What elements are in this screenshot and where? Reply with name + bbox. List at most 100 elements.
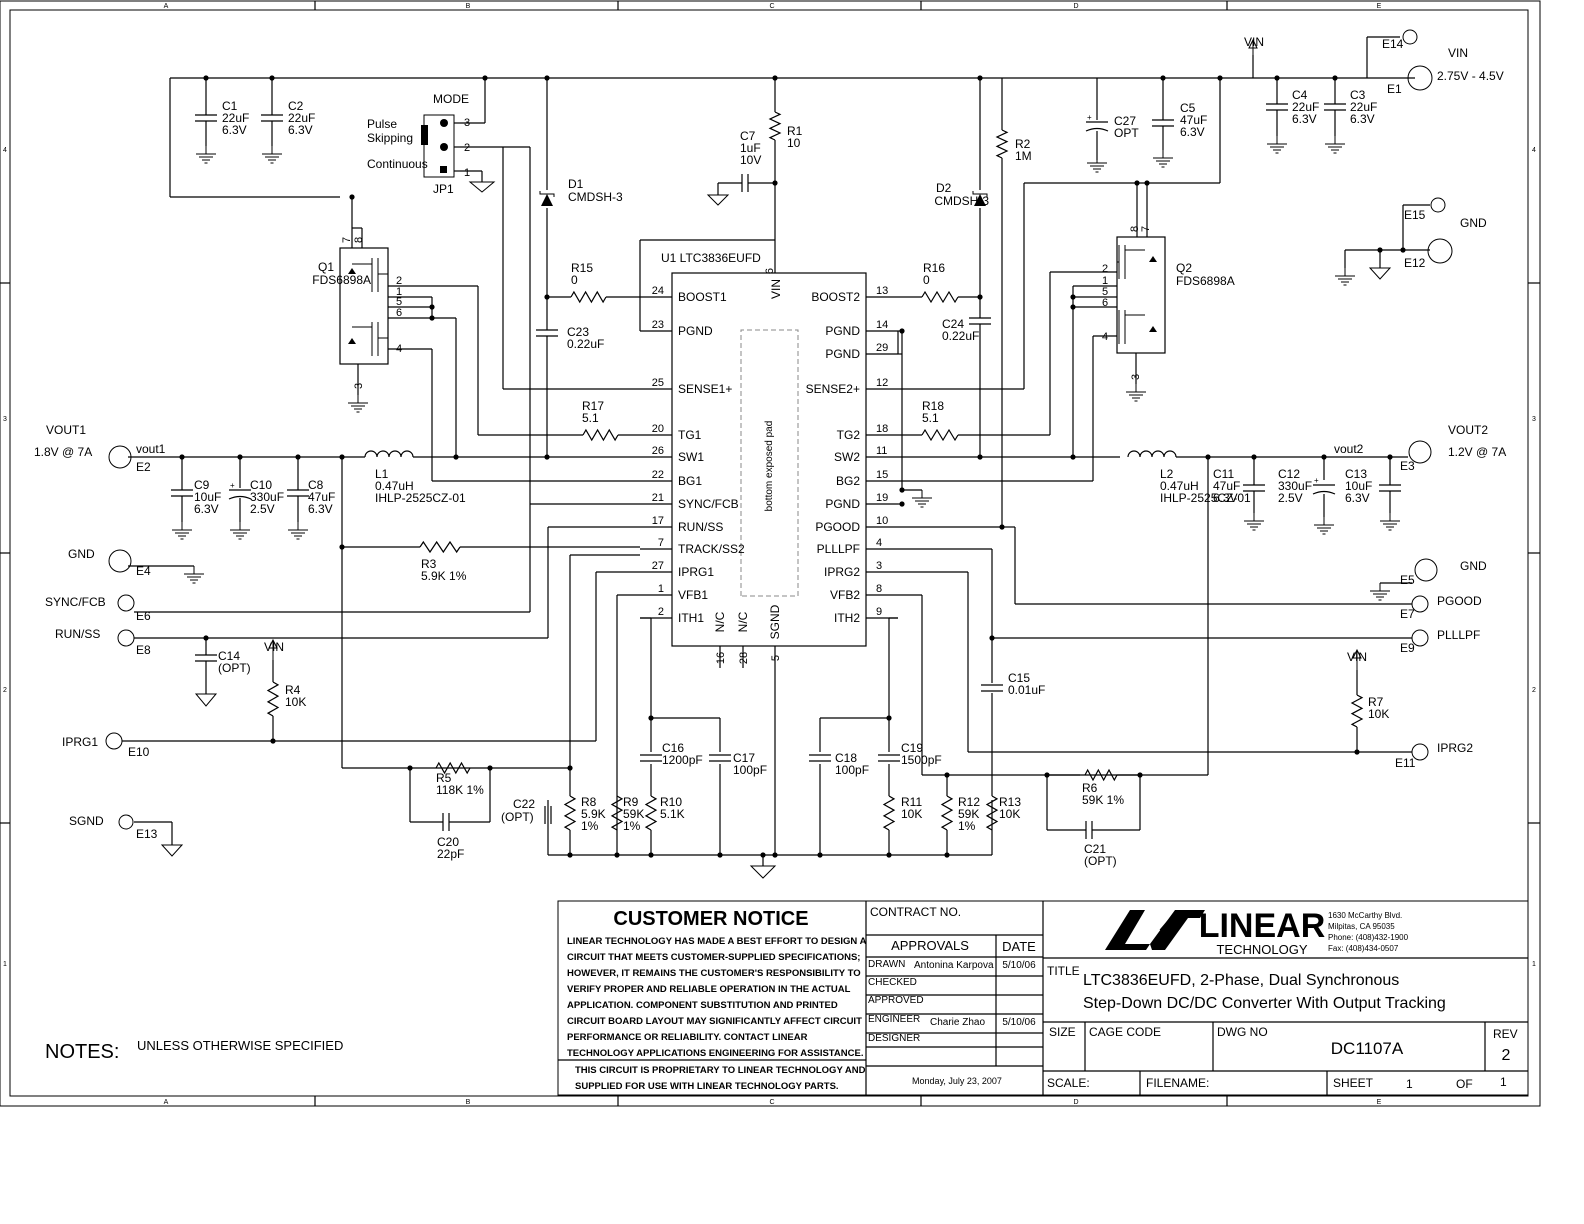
component-ref: R5	[436, 771, 452, 785]
body-diode-icon	[1149, 326, 1157, 332]
component-value: IHLP-2525CZ-01	[375, 491, 466, 505]
component-ref: C2	[288, 99, 304, 113]
terminal-label: RUN/SS	[55, 627, 100, 641]
junction-dot	[772, 180, 778, 186]
pin-name: SENSE1+	[678, 382, 732, 396]
junction-dot	[1400, 247, 1406, 253]
pin-name: SW1	[678, 450, 704, 464]
pin-number: 21	[652, 492, 664, 504]
grid-col-label: D	[1073, 3, 1078, 10]
capacitor-icon	[261, 114, 283, 122]
component-value: 10K	[285, 695, 306, 709]
jumper-option: Pulse	[367, 117, 397, 131]
ground-icon	[160, 844, 184, 857]
pin-number: 8	[876, 583, 882, 595]
junction-dot	[1387, 454, 1393, 460]
component-value: 10uF	[1345, 479, 1372, 493]
junction-dot	[999, 524, 1005, 530]
of-label: OF	[1456, 1077, 1473, 1091]
terminal-label: E13	[136, 827, 158, 841]
capacitor-icon	[1266, 103, 1288, 111]
component-value: 22uF	[222, 111, 249, 125]
pin-number: 6	[1102, 297, 1108, 309]
title-label: TITLE	[1047, 964, 1080, 978]
component-value: 6.3V	[1213, 491, 1238, 505]
pin-number: 5	[396, 296, 402, 308]
terminal-label: E9	[1400, 641, 1415, 655]
terminal-icon	[1427, 238, 1453, 264]
ground-icon	[1335, 268, 1355, 286]
grid-col-label: C	[769, 3, 774, 10]
vin-arrow-icon	[268, 638, 278, 660]
dwg-label: DWG NO	[1217, 1025, 1268, 1039]
svg-text:+: +	[1314, 476, 1319, 485]
ground-icon	[1267, 136, 1287, 154]
ground-icon	[194, 693, 218, 707]
junction-dot	[429, 304, 435, 310]
ground-icon	[706, 194, 730, 206]
pin-number: 13	[876, 285, 888, 297]
capacitor-icon	[287, 489, 309, 497]
resistor-icon	[985, 795, 999, 831]
component-ref: C16	[662, 741, 684, 755]
component-ref: R4	[285, 683, 301, 697]
junction-dot	[886, 715, 892, 721]
pin-name: SENSE2+	[806, 382, 860, 396]
capacitor-icon	[709, 754, 731, 762]
notice-line: TECHNOLOGY APPLICATIONS ENGINEERING FOR …	[567, 1048, 863, 1059]
mosfet-symbol	[1118, 310, 1145, 344]
component-value: 0.47uH	[375, 479, 414, 493]
svg-text:+: +	[230, 481, 235, 490]
terminal-label: E12	[1404, 256, 1426, 270]
component-value: 6.3V	[1350, 112, 1375, 126]
resistor-icon	[435, 761, 471, 775]
component-ref: R15	[571, 261, 593, 275]
capacitor-icon	[1152, 119, 1174, 127]
pin-number: 4	[1102, 331, 1108, 343]
component-value: 1%	[958, 819, 976, 833]
grid-row-label: 3	[3, 416, 7, 423]
component-value: 6.3V	[308, 502, 333, 516]
component-ref: C9	[194, 478, 210, 492]
component-value: 2.5V	[1278, 491, 1303, 505]
pin-name: PGOOD	[815, 520, 860, 534]
resistor-icon	[419, 540, 461, 554]
component-value: 10K	[999, 807, 1020, 821]
junction-dot	[567, 852, 573, 858]
terminal-label: E15	[1404, 208, 1426, 222]
pin-number: 6	[764, 268, 776, 274]
terminal-label: 1.2V @ 7A	[1448, 445, 1506, 459]
component-ref: C20	[437, 835, 459, 849]
capacitor-icon	[544, 806, 552, 824]
ground-icon	[184, 566, 204, 584]
notice-line: THIS CIRCUIT IS PROPRIETARY TO LINEAR TE…	[575, 1065, 866, 1076]
pin-number: 26	[652, 445, 664, 457]
resistor-icon	[644, 795, 658, 831]
pin-number: 2	[658, 606, 664, 618]
terminal-label: GND	[68, 547, 95, 561]
component-ref: C11	[1213, 467, 1234, 481]
terminal-label: VOUT1	[46, 423, 86, 437]
component-value: CMDSH-3	[934, 194, 989, 208]
ground-icon	[468, 181, 496, 193]
pin-number: 27	[652, 560, 664, 572]
component-value: 5.1K	[660, 807, 685, 821]
component-value: 5.1	[582, 411, 599, 425]
pin-number: 19	[876, 492, 888, 504]
pin-number: 3	[464, 117, 470, 129]
linear-logo-icon	[1105, 910, 1205, 950]
drawing-title: LTC3836EUFD, 2-Phase, Dual Synchronous	[1083, 972, 1399, 989]
resistor-icon	[995, 129, 1009, 159]
component-ref: C18	[835, 751, 857, 765]
junction-dot	[1144, 180, 1150, 186]
junction-dot	[1205, 454, 1211, 460]
capacitor-icon	[1324, 103, 1346, 111]
component-ref: C15	[1008, 671, 1030, 685]
notes-title: NOTES:	[45, 1041, 119, 1063]
component-ref: R3	[421, 557, 437, 571]
pin-name: PLLLPF	[817, 542, 860, 556]
junction-dot	[817, 852, 823, 858]
junction-dot	[944, 772, 950, 778]
component-value: IHLP-2525CZ-01	[1160, 491, 1251, 505]
terminal-label: 2.75V - 4.5V	[1437, 69, 1504, 83]
